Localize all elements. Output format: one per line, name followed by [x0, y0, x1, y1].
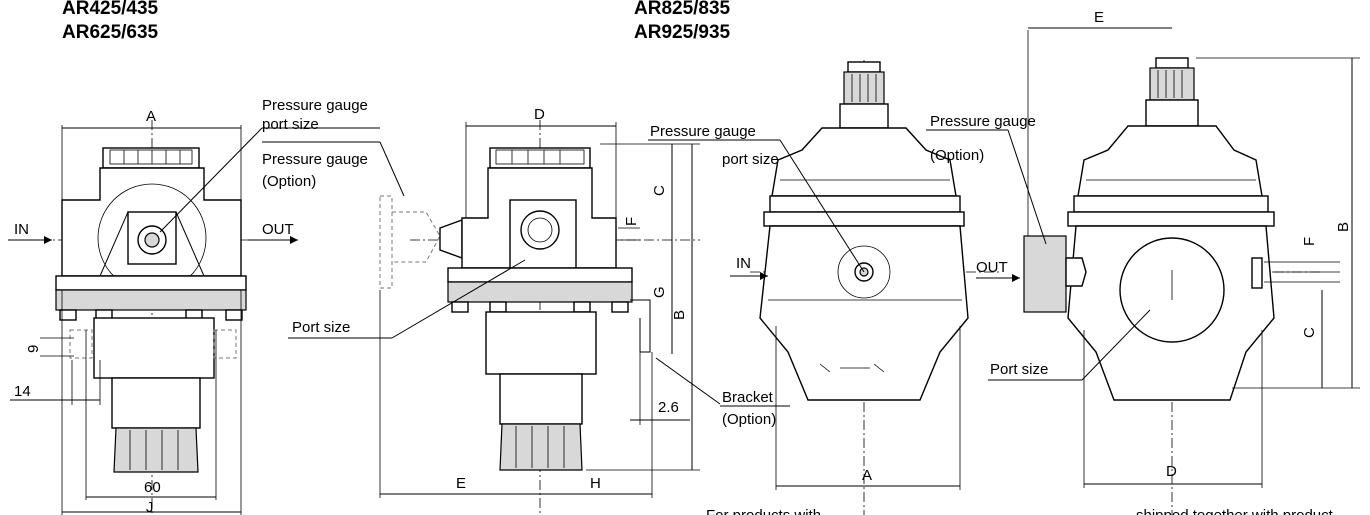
- dim-h: H: [590, 475, 601, 492]
- dim-f-2: F: [1301, 237, 1318, 246]
- bottom-note-right: shipped together with product: [1136, 507, 1334, 515]
- dim-c-2: C: [1301, 327, 1318, 338]
- label-bracket-2: (Option): [722, 411, 776, 428]
- dim-9: 9: [25, 345, 42, 353]
- label-gauge-port-2: port size: [262, 116, 319, 133]
- dim-e-2: E: [1094, 9, 1104, 26]
- label-gauge-option-2: (Option): [262, 173, 316, 190]
- dim-j: J: [146, 499, 154, 515]
- dim-a-1: A: [146, 108, 156, 125]
- title-right-1: AR825/835: [634, 0, 731, 19]
- in-label-1: IN: [14, 221, 29, 238]
- regulator-front-view-1: IN OUT A 60 J 14 9 Pressure gauge port s…: [8, 97, 405, 515]
- dim-2-6: 2.6: [658, 399, 679, 416]
- label-gauge-port-1: Pressure gauge: [262, 97, 368, 114]
- dim-f-1: F: [623, 217, 640, 226]
- dim-d-2: D: [1166, 463, 1177, 480]
- out-label-1: OUT: [262, 221, 294, 238]
- dim-g: G: [651, 286, 668, 298]
- label-port-size-2: Port size: [990, 361, 1048, 378]
- dim-14: 14: [14, 383, 31, 400]
- label-gauge-port-3: Pressure gauge: [650, 123, 756, 140]
- title-left-2: AR625/635: [62, 22, 159, 43]
- regulator-front-view-2: IN A Pressure gauge port size: [648, 60, 1000, 515]
- label-gauge-option-4: (Option): [930, 147, 984, 164]
- dim-b-1: B: [671, 310, 688, 320]
- label-gauge-option-3: Pressure gauge: [930, 113, 1036, 130]
- dim-a-2: A: [862, 467, 872, 484]
- label-gauge-option-1: Pressure gauge: [262, 151, 368, 168]
- dim-e-1: E: [456, 475, 466, 492]
- dim-d-1: D: [534, 106, 545, 123]
- bottom-note-left: For products with: [706, 507, 821, 515]
- title-right-2: AR925/935: [634, 22, 731, 43]
- title-left-1: AR425/435: [62, 0, 159, 19]
- regulator-side-view-1: D C G B F E H 2.6 Port size Bracket (Opt…: [288, 106, 790, 515]
- label-port-size-1: Port size: [292, 319, 350, 336]
- dim-b-2: B: [1335, 222, 1352, 232]
- regulator-side-view-2: OUT E B C F D Pressure gauge (Option) Po…: [926, 9, 1360, 515]
- label-gauge-port-4: port size: [722, 151, 779, 168]
- label-bracket-1: Bracket: [722, 389, 774, 406]
- in-label-2: IN: [736, 255, 751, 272]
- out-label-2: OUT: [976, 259, 1008, 276]
- dim-60: 60: [144, 479, 161, 496]
- dim-c-1: C: [651, 185, 668, 196]
